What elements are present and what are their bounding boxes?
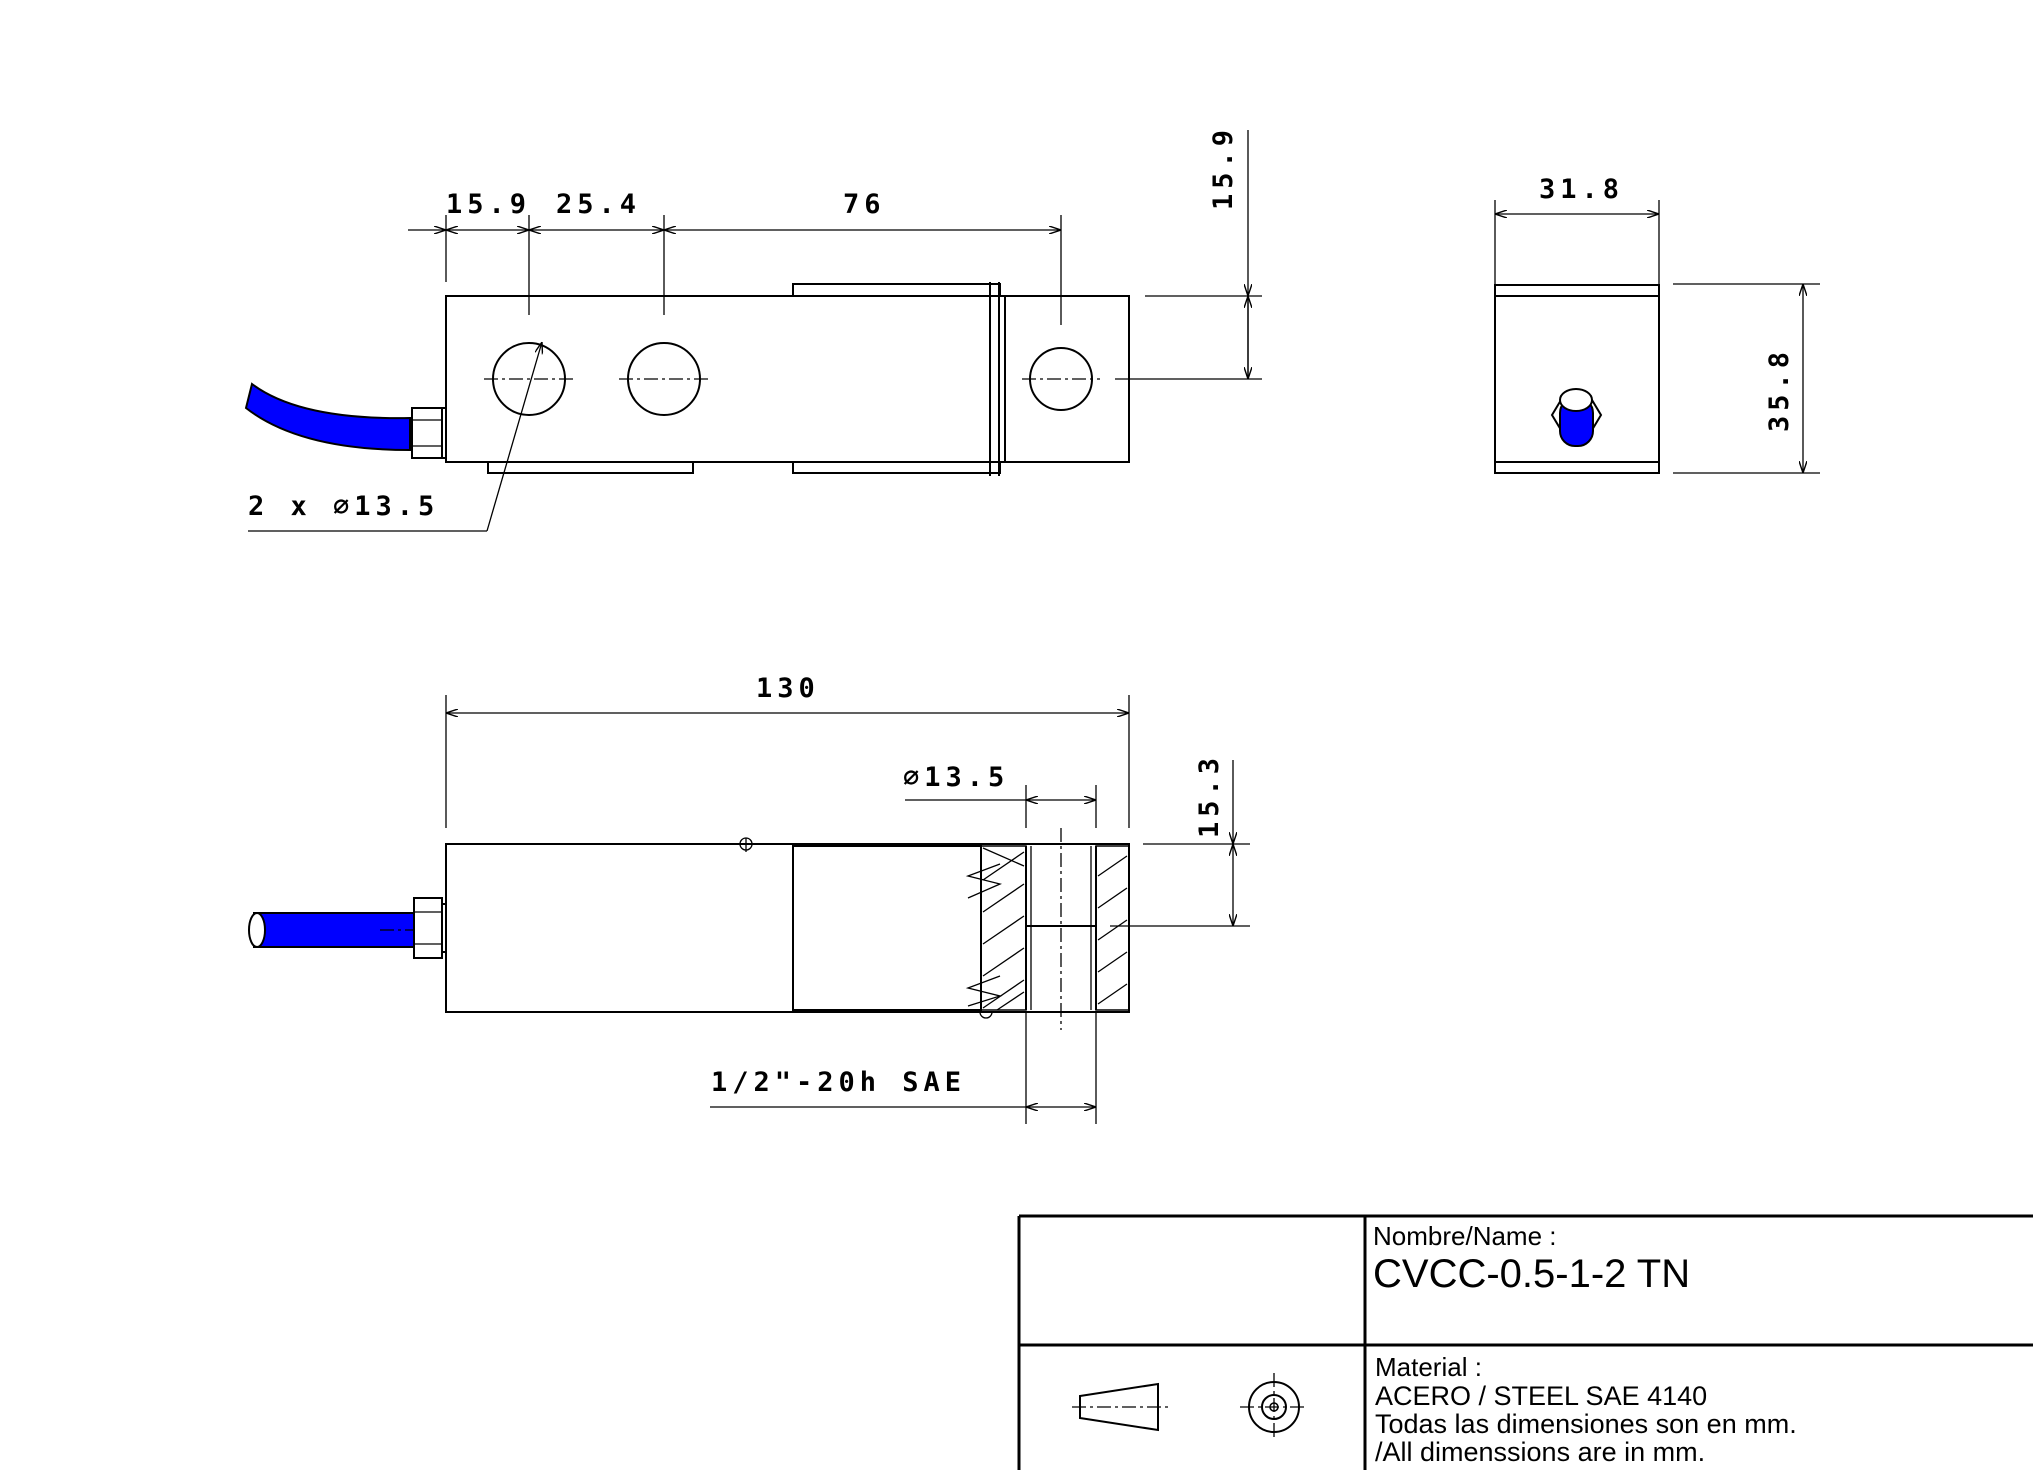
first-angle-projection-icon bbox=[1072, 1373, 1308, 1441]
dim-hole-to-mount: 76 bbox=[843, 189, 886, 220]
material-label: Material : bbox=[1375, 1352, 1482, 1382]
dim-overall-length: 130 bbox=[756, 673, 820, 704]
thread-spec: 1/2"-20h SAE bbox=[711, 1067, 966, 1098]
dim-hole-height: 15.9 bbox=[1208, 125, 1239, 210]
dim-end-height: 35.8 bbox=[1764, 347, 1795, 432]
dim-hole-spacing: 25.4 bbox=[556, 189, 641, 220]
dim-hole-offset: 15.9 bbox=[446, 189, 531, 220]
holes-callout: 2 x ∅13.5 bbox=[248, 491, 439, 522]
note-english: /All dimenssions are in mm. bbox=[1375, 1437, 1705, 1467]
front-view: 15.9 25.4 76 15.9 2 x ∅13.5 bbox=[244, 125, 1262, 532]
end-view: 31.8 35.8 bbox=[1494, 174, 1820, 474]
name-label: Nombre/Name : bbox=[1373, 1221, 1557, 1251]
note-spanish: Todas las dimensiones son en mm. bbox=[1375, 1409, 1797, 1439]
dim-bore-height: 15.3 bbox=[1194, 753, 1225, 838]
section-view: 130 ∅13.5 15.3 1/2"-20h SAE bbox=[248, 673, 1250, 1124]
dim-end-width: 31.8 bbox=[1539, 174, 1624, 205]
title-block: Nombre/Name : CVCC-0.5-1-2 TN Material :… bbox=[1017, 1214, 2033, 1470]
cable-icon bbox=[244, 382, 411, 452]
hatched-section bbox=[965, 845, 1130, 1011]
name-value: CVCC-0.5-1-2 TN bbox=[1373, 1252, 1690, 1296]
material-value: ACERO / STEEL SAE 4140 bbox=[1375, 1381, 1707, 1411]
dim-bore-diameter: ∅13.5 bbox=[903, 762, 1009, 793]
